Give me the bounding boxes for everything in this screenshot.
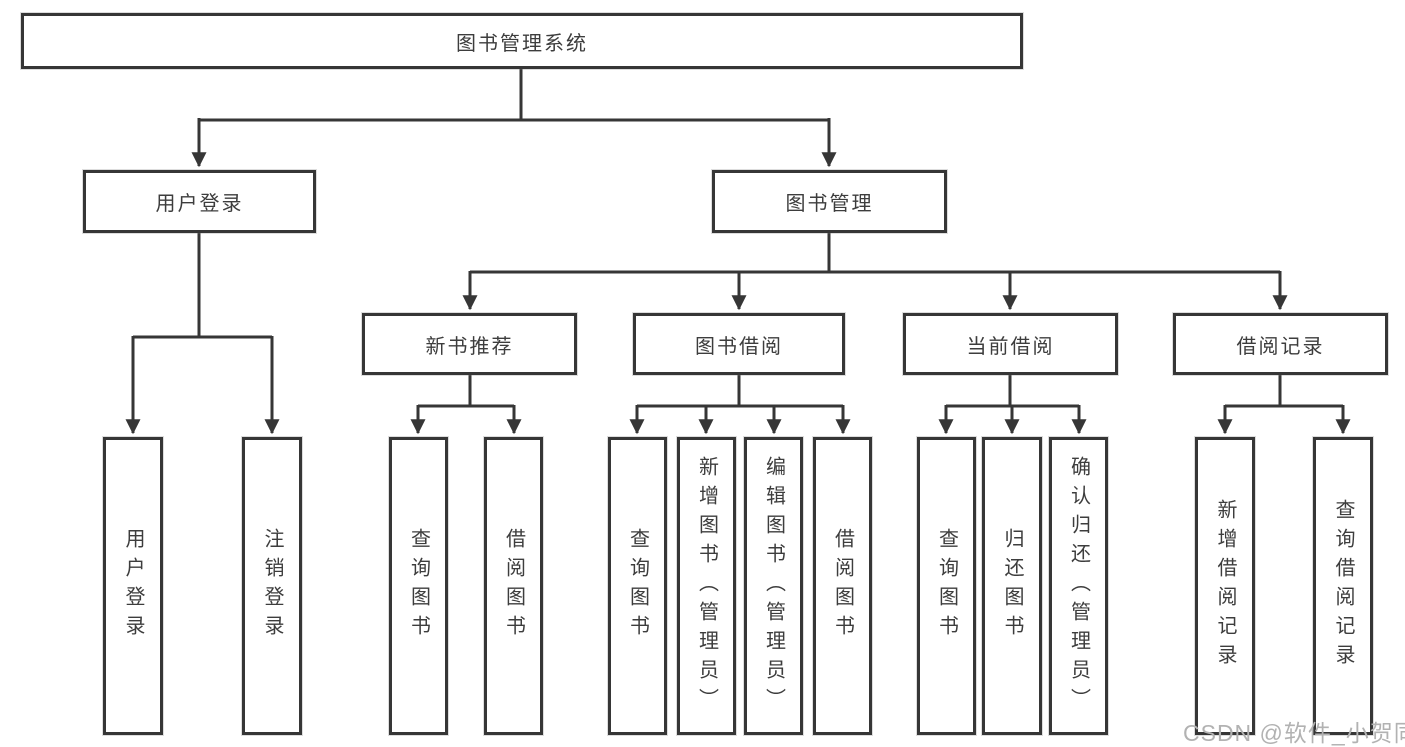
node-label: 查询图书 (407, 528, 430, 644)
leaf-add-book-admin: 新增图书（管理员） (677, 437, 736, 735)
leaf-query-borrow-record: 查询借阅记录 (1313, 437, 1373, 735)
node-label: 图书借阅 (695, 335, 783, 358)
node-label: 用户登录 (155, 193, 244, 215)
node-label: 借阅图书 (831, 528, 854, 644)
node-new-book-recommendation: 新书推荐 (362, 313, 577, 375)
node-label: 用户登录 (122, 528, 144, 644)
connector-userlogin-group (133, 233, 272, 339)
connector-currentborrow-group (946, 375, 1079, 408)
node-label: 编辑图书（管理员） (762, 455, 785, 717)
node-label: 图书管理系统 (456, 32, 588, 55)
leaf-edit-book-admin: 编辑图书（管理员） (744, 437, 803, 735)
csdn-watermark: CSDN @软件_小贺同学 (1183, 720, 1405, 746)
leaf-borrow-books-2: 借阅图书 (813, 437, 872, 735)
node-current-borrowing: 当前借阅 (903, 313, 1118, 375)
leaf-logout: 注销登录 (242, 437, 302, 735)
node-label: 归还图书 (1001, 528, 1023, 644)
node-book-borrowing: 图书借阅 (633, 313, 845, 375)
node-label: 当前借阅 (966, 335, 1055, 358)
leaf-return-books: 归还图书 (982, 437, 1042, 735)
node-label: 查询借阅记录 (1332, 499, 1354, 673)
node-library-management-system: 图书管理系统 (21, 13, 1023, 69)
connector-bookborrow-group (637, 375, 843, 408)
leaf-query-books-2: 查询图书 (608, 437, 667, 735)
leaf-add-borrow-record: 新增借阅记录 (1195, 437, 1255, 735)
leaf-user-login: 用户登录 (103, 437, 163, 735)
connector-root-to-level2 (199, 68, 829, 122)
connector-borrowrecords-group (1225, 375, 1343, 408)
node-label: 借阅图书 (502, 528, 525, 644)
leaf-borrow-books-1: 借阅图书 (484, 437, 543, 735)
leaf-confirm-return-admin: 确认归还（管理员） (1049, 437, 1108, 735)
node-label: 图书管理 (785, 193, 874, 215)
node-label: 新书推荐 (425, 335, 514, 358)
leaf-query-books-3: 查询图书 (917, 437, 976, 735)
node-label: 借阅记录 (1236, 335, 1325, 358)
leaf-query-books-1: 查询图书 (389, 437, 448, 735)
connector-newbook-group (418, 375, 514, 408)
node-label: 新增图书（管理员） (695, 455, 718, 717)
node-borrowing-records: 借阅记录 (1173, 313, 1388, 375)
node-user-login-branch: 用户登录 (83, 170, 316, 233)
node-label: 确认归还（管理员） (1067, 455, 1090, 717)
node-label: 新增借阅记录 (1214, 499, 1236, 673)
node-label: 注销登录 (261, 528, 283, 644)
node-label: 查询图书 (935, 528, 958, 644)
node-book-management-branch: 图书管理 (712, 170, 947, 233)
connector-bookmgmt-to-level3 (470, 233, 1280, 274)
node-label: 查询图书 (626, 528, 649, 644)
